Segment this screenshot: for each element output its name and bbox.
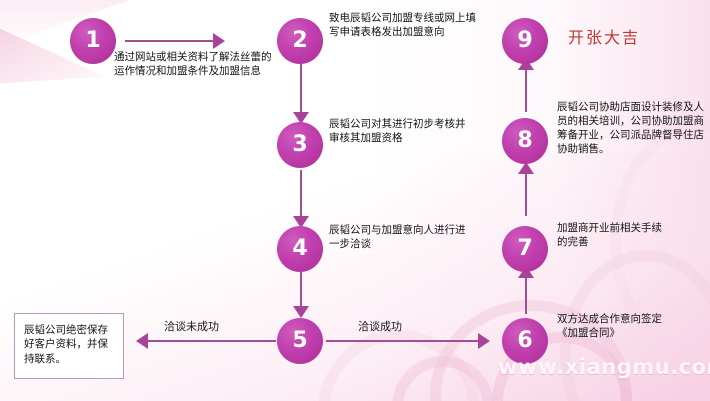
node-3-number: 3 — [292, 132, 308, 157]
node-3[interactable]: 3 — [277, 122, 323, 168]
node-2-note: 致电辰韬公司加盟专线或网上填写申请表格发出加盟意向 — [329, 12, 476, 38]
connector-5-to-6-arrowhead — [478, 333, 490, 349]
connector-1-to-2-arrowhead — [213, 33, 225, 49]
node-6-number: 6 — [517, 328, 533, 353]
node-8-number: 8 — [517, 128, 533, 153]
node-2-number: 2 — [292, 28, 308, 53]
edge-label-negotiation-failed: 洽谈未成功 — [164, 320, 219, 333]
connector-2-to-3-arrowhead — [293, 112, 309, 124]
end-box-archive-customer: 辰韬公司绝密保存好客户资料，并保持联系。 — [14, 313, 124, 379]
node-4-number: 4 — [292, 236, 308, 261]
node-9-note: 开张大吉 — [568, 28, 641, 47]
node-1[interactable]: 1 — [70, 18, 116, 64]
connector-7-to-8-line — [525, 172, 527, 216]
node-4[interactable]: 4 — [277, 226, 323, 272]
connector-1-to-2-line — [125, 40, 213, 42]
connector-8-to-9-line — [525, 68, 527, 112]
connector-4-to-5-line — [300, 272, 302, 310]
connector-2-to-3-line — [300, 64, 302, 114]
edge-label-negotiation-succeeded: 洽谈成功 — [358, 320, 402, 333]
connector-5-to-endbox-line — [148, 340, 276, 342]
connector-3-to-4-arrowhead — [293, 216, 309, 228]
end-box-text: 辰韬公司绝密保存好客户资料，并保持联系。 — [24, 324, 108, 365]
node-2[interactable]: 2 — [277, 18, 323, 64]
connector-7-to-8-arrowhead — [518, 162, 534, 174]
node-7-number: 7 — [517, 236, 533, 261]
node-1-number: 1 — [85, 28, 101, 53]
node-7[interactable]: 7 — [502, 226, 548, 272]
node-7-note: 加盟商开业前相关手续的完善 — [557, 222, 662, 248]
node-3-note: 辰韬公司对其进行初步考核并审核其加盟资格 — [329, 118, 466, 144]
connector-3-to-4-line — [300, 170, 302, 218]
watermark: www.xiangmu.com — [498, 355, 710, 379]
node-9[interactable]: 9 — [502, 18, 548, 64]
node-1-note: 通过网站或相关资料了解法丝蕾的运作情况和加盟条件及加盟信息 — [114, 51, 272, 77]
node-4-note: 辰韬公司与加盟意向人进行进一步洽谈 — [329, 224, 466, 250]
connector-5-to-endbox-arrowhead — [136, 333, 148, 349]
node-8[interactable]: 8 — [502, 118, 548, 164]
connector-5-to-6-line — [326, 340, 478, 342]
node-5[interactable]: 5 — [277, 318, 323, 364]
node-6[interactable]: 6 — [502, 318, 548, 364]
background-swirl-6 — [392, 356, 494, 401]
node-6-note: 双方达成合作意向签定《加盟合同》 — [557, 313, 662, 339]
connector-4-to-5-arrowhead — [293, 306, 309, 318]
node-9-number: 9 — [517, 28, 533, 53]
connector-6-to-7-line — [525, 276, 527, 314]
node-8-note: 辰韬公司协助店面设计装修及人员的相关培训，公司协助加盟商筹备开业，公司派品牌督导… — [557, 101, 704, 155]
node-5-number: 5 — [292, 328, 308, 353]
